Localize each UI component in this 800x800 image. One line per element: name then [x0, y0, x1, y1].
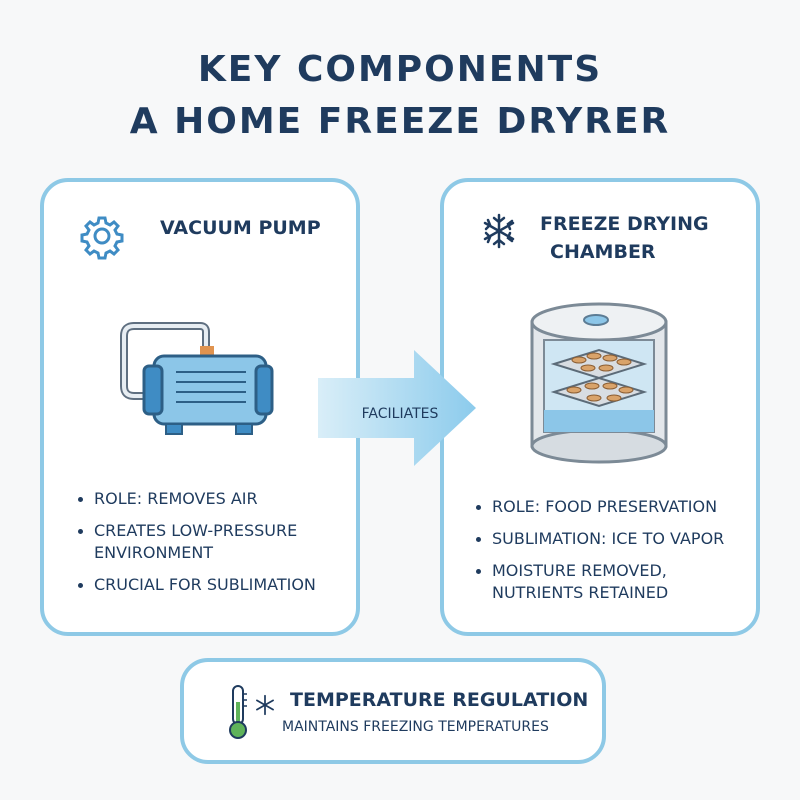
gear-icon	[80, 216, 124, 260]
facilitates-arrow	[318, 350, 476, 466]
temperature-title: TEMPERATURE REGULATION	[290, 689, 589, 711]
vacuum-pump-card: VACUUM PUMP ROLE: REMOVES AIR CREATES LO…	[40, 178, 360, 636]
list-item: CRUCIAL FOR SUBLIMATION	[76, 574, 346, 596]
temperature-subtitle: MAINTAINS FREEZING TEMPERATURES	[282, 719, 549, 735]
vacuum-pump-illustration	[120, 322, 274, 435]
title-line-1: KEY COMPONENTS	[197, 49, 603, 90]
chamber-title-line-1: FREEZE DRYING	[540, 213, 709, 235]
thermometer-icon	[229, 685, 247, 739]
snowflake-icon	[483, 213, 515, 249]
arrow-label: FACILIATES	[361, 406, 439, 422]
list-item: ROLE: REMOVES AIR	[76, 488, 346, 510]
freeze-drying-chamber-illustration	[530, 302, 668, 464]
list-item: MOISTURE REMOVED, NUTRIENTS RETAINED	[474, 560, 734, 604]
snowflake-icon	[256, 694, 274, 716]
list-item: ROLE: FOOD PRESERVATION	[474, 496, 734, 518]
vacuum-pump-bullets: ROLE: REMOVES AIR CREATES LOW-PRESSURE E…	[76, 488, 346, 606]
chamber-title-line-2: CHAMBER	[550, 241, 656, 263]
chamber-bullets: ROLE: FOOD PRESERVATION SUBLIMATION: ICE…	[474, 496, 734, 614]
freeze-drying-chamber-card: FREEZE DRYING CHAMBER ROLE: FOOD PRESERV…	[440, 178, 760, 636]
vacuum-pump-title: VACUUM PUMP	[160, 217, 321, 239]
list-item: CREATES LOW-PRESSURE ENVIRONMENT	[76, 520, 346, 564]
title-line-2: A HOME FREEZE DRYRER	[129, 101, 671, 142]
temperature-regulation-card: TEMPERATURE REGULATION	[180, 658, 606, 764]
list-item: SUBLIMATION: ICE TO VAPOR	[474, 528, 734, 550]
page-title: KEY COMPONENTS A HOME FREEZE DRYRER	[0, 44, 800, 148]
